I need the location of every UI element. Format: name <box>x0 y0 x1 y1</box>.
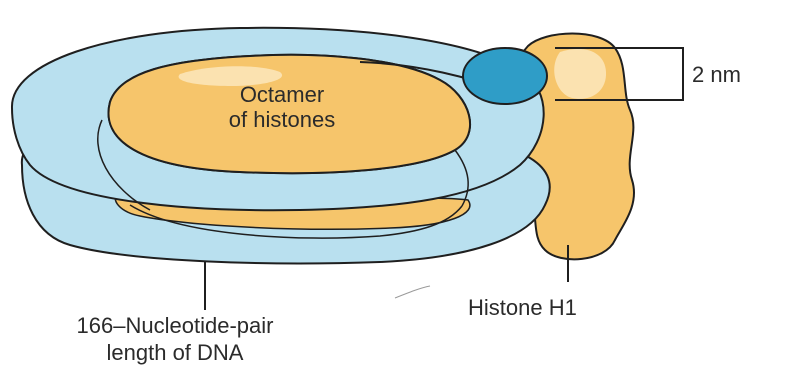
octamer-label-line1: Octamer <box>240 82 324 107</box>
histone-h1-label: Histone H1 <box>468 295 577 320</box>
dna-leader-faint <box>395 286 430 298</box>
histone-h1-highlight <box>554 49 606 99</box>
dna-label-line2: length of DNA <box>107 340 244 365</box>
dna-label-line1: 166–Nucleotide-pair <box>77 313 274 338</box>
octamer-label-line2: of histones <box>229 107 335 132</box>
dna-end-circle <box>463 48 547 104</box>
scale-label: 2 nm <box>692 62 741 87</box>
